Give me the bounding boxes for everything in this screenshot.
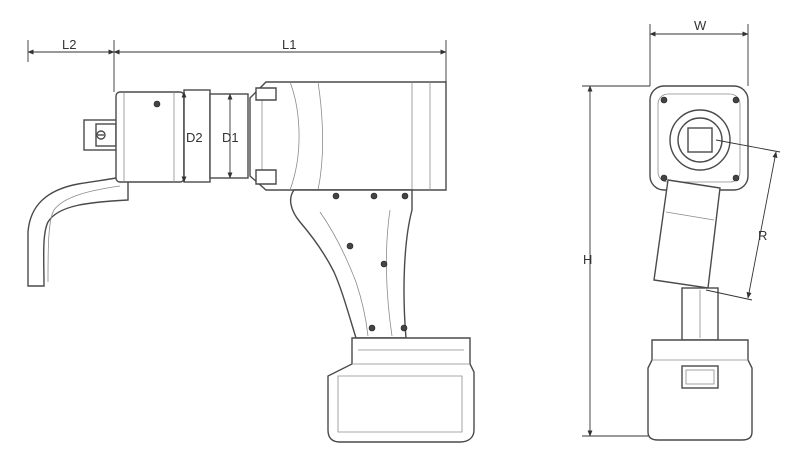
dimension-label-d1: D1: [222, 130, 239, 145]
dimension-label-r: R: [758, 228, 767, 243]
side-view: [27, 81, 475, 443]
front-dimensions: [582, 24, 781, 437]
reaction-arm: [27, 175, 129, 287]
motor-body: [249, 81, 447, 191]
dimension-label-d2: D2: [186, 130, 203, 145]
side-dimensions: [27, 40, 447, 183]
dimension-label-h: H: [583, 252, 592, 267]
front-view: [647, 85, 753, 441]
pistol-grip: [289, 189, 413, 339]
front-battery: [647, 339, 753, 441]
battery-pack: [327, 337, 475, 443]
front-reaction-arm: [653, 179, 721, 289]
dimension-label-l2: L2: [62, 37, 76, 52]
dimension-label-w: W: [694, 18, 707, 33]
dimension-label-l1: L1: [282, 37, 296, 52]
